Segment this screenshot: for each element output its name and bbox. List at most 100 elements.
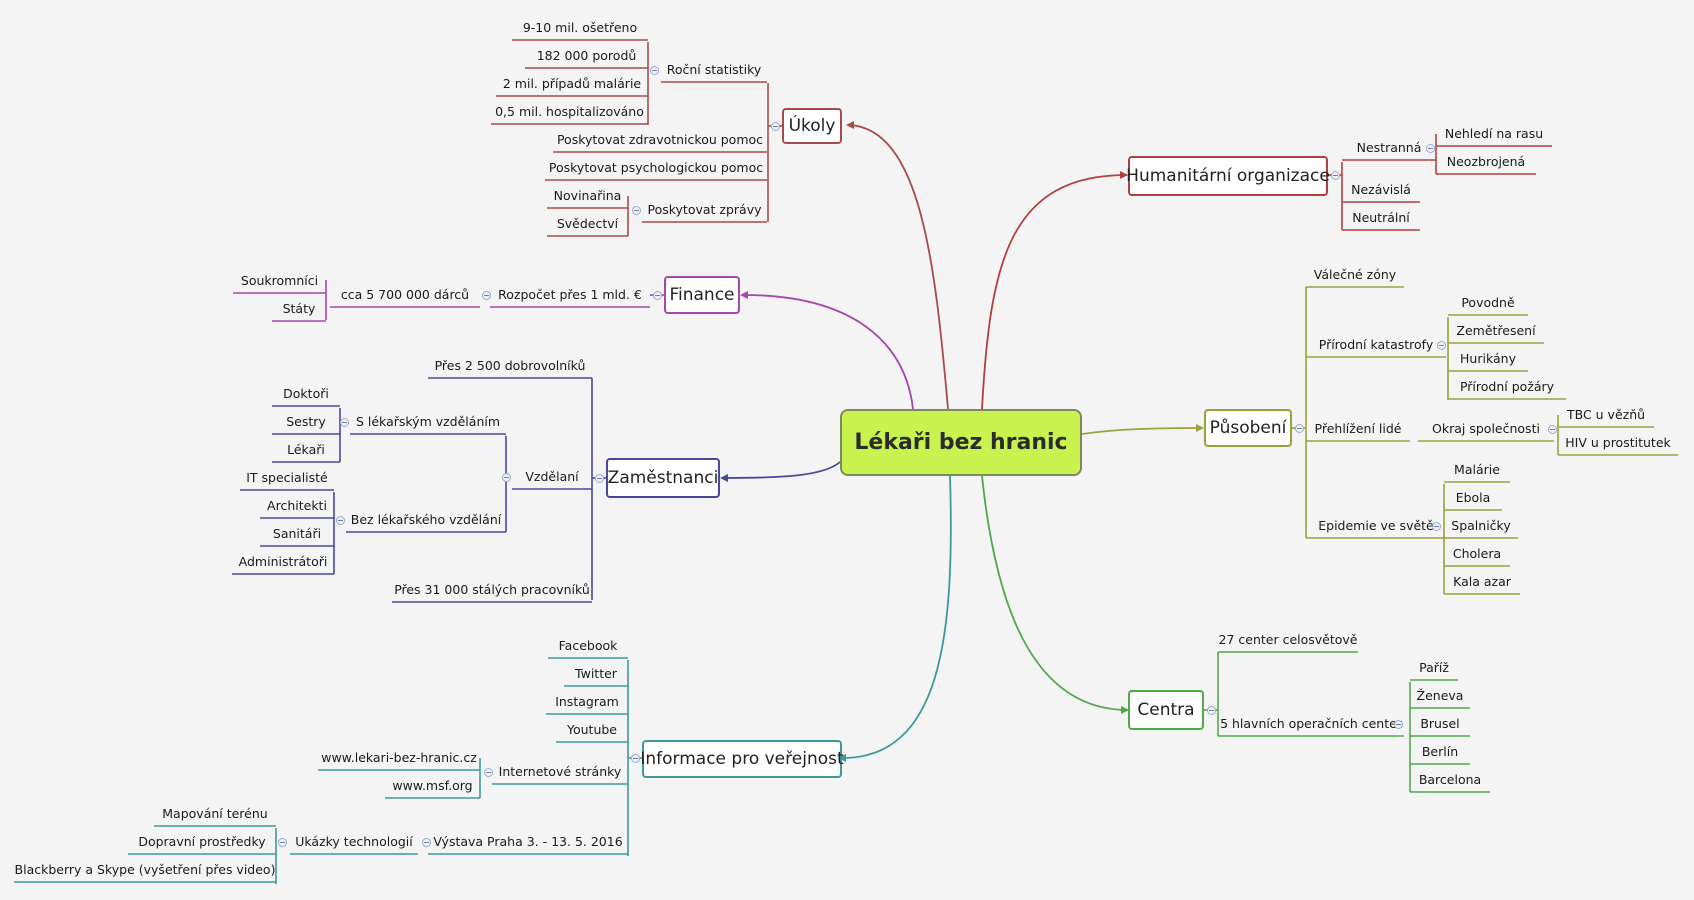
informace-collapse-icon[interactable] xyxy=(630,753,640,763)
hlavni-item-0[interactable]: Paříž xyxy=(1419,660,1449,675)
social-item-0[interactable]: Facebook xyxy=(558,638,618,653)
zpravy-item-svedectvi[interactable]: Svědectví xyxy=(556,216,619,231)
humanitarni-collapse-icon[interactable] xyxy=(1330,170,1340,180)
subtopic-epidemie[interactable]: Epidemie ve světě xyxy=(1318,518,1434,533)
subtopic-rozpocet[interactable]: Rozpočet přes 1 mld. € xyxy=(498,287,642,302)
stat-item-2[interactable]: 2 mil. případů malárie xyxy=(502,76,642,91)
epidemie-item-3[interactable]: Cholera xyxy=(1452,546,1502,561)
finance-collapse-icon[interactable] xyxy=(652,290,662,300)
subtopic-valecne-zony[interactable]: Válečné zóny xyxy=(1313,267,1397,282)
okraj-item-tbc[interactable]: TBC u vězňů xyxy=(1566,407,1646,422)
epidemie-item-2[interactable]: Spalničky xyxy=(1451,518,1511,533)
ukazky-item-mapovani[interactable]: Mapování terénu xyxy=(162,806,268,821)
vystava-collapse-icon[interactable] xyxy=(421,837,431,847)
subtopic-rocni-statistiky[interactable]: Roční statistiky xyxy=(666,62,762,77)
centra-collapse-icon[interactable] xyxy=(1206,705,1216,715)
central-topic[interactable]: Lékaři bez hranic xyxy=(840,409,1082,476)
okraj-item-hiv[interactable]: HIV u prostitutek xyxy=(1565,435,1671,450)
web-item-msf[interactable]: www.msf.org xyxy=(392,778,473,793)
bez-lek-item-2[interactable]: Sanitáři xyxy=(272,526,322,541)
subtopic-celosvetove[interactable]: 27 center celosvětově xyxy=(1218,632,1358,647)
zpravy-collapse-icon[interactable] xyxy=(631,205,641,215)
subtopic-vystava[interactable]: Výstava Praha 3. - 13. 5. 2016 xyxy=(433,834,623,849)
epidemie-item-4[interactable]: Kala azar xyxy=(1453,574,1511,589)
topic-zamestnanci[interactable]: Zaměstnanci xyxy=(606,458,720,498)
zpravy-item-novinarina[interactable]: Novinařina xyxy=(553,188,622,203)
s-lek-item-1[interactable]: Sestry xyxy=(286,414,326,429)
topic-finance[interactable]: Finance xyxy=(664,276,740,314)
prirodni-item-1[interactable]: Zemětřesení xyxy=(1456,323,1536,338)
task-zpravy[interactable]: Poskytovat zprávy xyxy=(647,202,762,217)
ukoly-collapse-icon[interactable] xyxy=(770,121,780,131)
subtopic-dobrovolnici[interactable]: Přes 2 500 dobrovolníků xyxy=(434,358,586,373)
zamestnanci-collapse-icon[interactable] xyxy=(594,473,604,483)
arrow-finance xyxy=(740,291,748,299)
subtopic-okraj-spolecnosti[interactable]: Okraj společnosti xyxy=(1432,421,1540,436)
arrow-centra xyxy=(1121,706,1129,714)
hlavni-item-4[interactable]: Barcelona xyxy=(1418,772,1482,787)
branch-zamestnanci xyxy=(723,461,841,479)
task-zdravotnicka-pomoc[interactable]: Poskytovat zdravotnickou pomoc xyxy=(556,132,764,147)
arrow-humanitarni xyxy=(1120,171,1128,179)
subtopic-bez-lekarskeho[interactable]: Bez lékařského vzdělání xyxy=(350,512,502,527)
subtopic-neutralni[interactable]: Neutrální xyxy=(1352,210,1410,225)
bez-lek-item-3[interactable]: Administrátoři xyxy=(238,554,328,569)
prirodni-item-0[interactable]: Povodně xyxy=(1461,295,1515,310)
s-lek-item-2[interactable]: Lékaři xyxy=(287,442,325,457)
stat-item-1[interactable]: 182 000 porodů xyxy=(536,48,637,63)
social-item-2[interactable]: Instagram xyxy=(555,694,619,709)
social-item-1[interactable]: Twitter xyxy=(575,666,617,681)
branch-humanitarni xyxy=(981,174,1128,410)
s-lek-collapse-icon[interactable] xyxy=(339,417,349,427)
finance-item-staty[interactable]: Státy xyxy=(282,301,316,316)
s-lek-item-0[interactable]: Doktoři xyxy=(283,386,329,401)
prirodni-collapse-icon[interactable] xyxy=(1436,340,1446,350)
nestranna-item-rasa[interactable]: Nehledí na rasu xyxy=(1444,126,1544,141)
subtopic-stali-pracovnici[interactable]: Přes 31 000 stálých pracovníků xyxy=(394,582,590,597)
nestranna-item-neozbrojena[interactable]: Neozbrojená xyxy=(1446,154,1526,169)
bez-lek-item-0[interactable]: IT specialisté xyxy=(246,470,328,485)
ukazky-item-doprava[interactable]: Dopravní prostředky xyxy=(138,834,266,849)
vzdelani-collapse-icon[interactable] xyxy=(501,472,511,482)
web-item-lekari[interactable]: www.lekari-bez-hranic.cz xyxy=(321,750,477,765)
topic-informace[interactable]: Informace pro veřejnost xyxy=(640,740,844,778)
nestranna-collapse-icon[interactable] xyxy=(1425,143,1435,153)
prirodni-item-3[interactable]: Přírodní požáry xyxy=(1459,379,1555,394)
subtopic-ukazky-technologii[interactable]: Ukázky technologií xyxy=(295,834,413,849)
epidemie-item-0[interactable]: Malárie xyxy=(1454,462,1500,477)
rozpocet-collapse-icon[interactable] xyxy=(481,290,491,300)
subtopic-vzdelani[interactable]: Vzdělaní xyxy=(525,469,579,484)
hlavni-collapse-icon[interactable] xyxy=(1393,719,1403,729)
task-psychologicka-pomoc[interactable]: Poskytovat psychologickou pomoc xyxy=(548,160,764,175)
epidemie-collapse-icon[interactable] xyxy=(1431,521,1441,531)
subtopic-prehlizeni[interactable]: Přehlížení lidé xyxy=(1314,421,1402,436)
stat-item-0[interactable]: 9-10 mil. ošetřeno xyxy=(522,20,638,35)
subtopic-darcu[interactable]: cca 5 700 000 dárců xyxy=(340,287,470,302)
epidemie-item-1[interactable]: Ebola xyxy=(1455,490,1491,505)
hlavni-item-3[interactable]: Berlín xyxy=(1421,744,1459,759)
bez-lek-collapse-icon[interactable] xyxy=(335,515,345,525)
subtopic-s-lekarskym[interactable]: S lékařským vzděláním xyxy=(355,414,501,429)
topic-humanitarni[interactable]: Humanitární organizace xyxy=(1126,156,1330,196)
rocni-collapse-icon[interactable] xyxy=(649,65,659,75)
subtopic-internetove-stranky[interactable]: Internetové stránky xyxy=(498,764,622,779)
prirodni-item-2[interactable]: Hurikány xyxy=(1460,351,1516,366)
ukazky-item-blackberry[interactable]: Blackberry a Skype (vyšetření přes video… xyxy=(14,862,276,877)
okraj-collapse-icon[interactable] xyxy=(1547,424,1557,434)
social-item-3[interactable]: Youtube xyxy=(567,722,617,737)
topic-centra[interactable]: Centra xyxy=(1128,690,1204,730)
bez-lek-item-1[interactable]: Architekti xyxy=(267,498,327,513)
subtopic-nezavisla[interactable]: Nezávislá xyxy=(1351,182,1411,197)
hlavni-item-1[interactable]: Ženeva xyxy=(1416,688,1464,703)
topic-pusobeni[interactable]: Působení xyxy=(1204,409,1292,447)
hlavni-item-2[interactable]: Brusel xyxy=(1420,716,1460,731)
stat-item-3[interactable]: 0,5 mil. hospitalizováno xyxy=(495,104,644,119)
finance-item-soukromnici[interactable]: Soukromníci xyxy=(240,273,319,288)
topic-ukoly[interactable]: Úkoly xyxy=(782,108,842,144)
web-collapse-icon[interactable] xyxy=(483,767,493,777)
pusobeni-collapse-icon[interactable] xyxy=(1294,423,1304,433)
ukazky-collapse-icon[interactable] xyxy=(277,837,287,847)
subtopic-prirodni-katastrofy[interactable]: Přírodní katastrofy xyxy=(1318,337,1434,352)
subtopic-hlavni-centra[interactable]: 5 hlavních operačních center xyxy=(1220,716,1402,731)
subtopic-nestranna[interactable]: Nestranná xyxy=(1356,140,1422,155)
